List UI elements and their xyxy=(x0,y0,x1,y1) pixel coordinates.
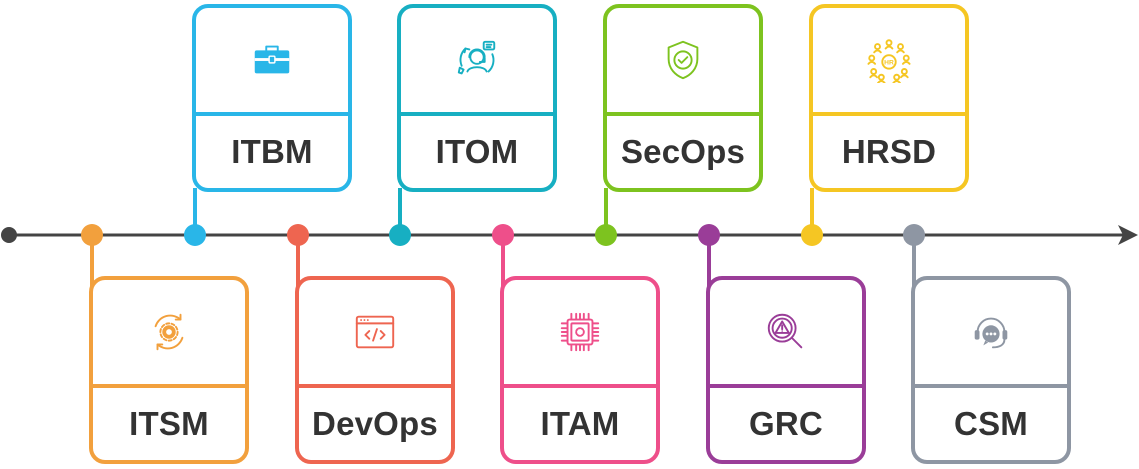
card-label: SecOps xyxy=(620,133,746,170)
card-divider xyxy=(299,384,451,388)
card-secops: SecOps xyxy=(603,4,763,192)
card-devops: DevOps xyxy=(295,276,455,464)
card-icon-area xyxy=(93,280,245,384)
hr-network-icon: HR xyxy=(867,39,911,83)
card-itam: ITAM xyxy=(500,276,660,464)
timeline-dot xyxy=(81,224,103,246)
card-label: HRSD xyxy=(841,133,937,170)
card-label: ITBM xyxy=(231,133,313,170)
card-label: CSM xyxy=(954,405,1028,442)
card-divider xyxy=(813,112,965,116)
card-icon-area: HR xyxy=(813,8,965,112)
card-divider xyxy=(196,112,348,116)
card-label: DevOps xyxy=(312,405,438,442)
card-label: GRC xyxy=(749,405,823,442)
card-icon-area xyxy=(299,280,451,384)
card-icon-area xyxy=(401,8,553,112)
card-itbm: ITBM xyxy=(192,4,352,192)
card-divider xyxy=(93,384,245,388)
card-hrsd: HR HRSD xyxy=(809,4,969,192)
card-icon-area xyxy=(504,280,656,384)
card-icon-area xyxy=(196,8,348,112)
timeline-dot xyxy=(287,224,309,246)
gear-cycle-icon xyxy=(154,313,184,351)
card-divider xyxy=(504,384,656,388)
timeline-dot xyxy=(184,224,206,246)
card-divider xyxy=(915,384,1067,388)
axis-arrowhead xyxy=(1118,225,1138,245)
card-divider xyxy=(401,112,553,116)
timeline-dot xyxy=(595,224,617,246)
support-agent-icon xyxy=(457,40,496,75)
svg-text:HR: HR xyxy=(884,59,894,66)
code-window-icon xyxy=(355,315,395,349)
shield-check-icon xyxy=(667,40,699,80)
card-label: ITSM xyxy=(129,405,209,442)
card-icon-area xyxy=(915,280,1067,384)
chip-icon xyxy=(560,312,600,352)
timeline-dot xyxy=(492,224,514,246)
headset-chat-icon xyxy=(974,317,1008,349)
card-csm: CSM xyxy=(911,276,1071,464)
card-icon-area xyxy=(607,8,759,112)
card-label: ITAM xyxy=(540,405,620,442)
card-itom: ITOM xyxy=(397,4,557,192)
card-grc: GRC xyxy=(706,276,866,464)
risk-search-icon xyxy=(767,313,803,349)
briefcase-icon xyxy=(254,45,290,74)
card-divider xyxy=(607,112,759,116)
card-divider xyxy=(710,384,862,388)
card-label: ITOM xyxy=(435,133,519,170)
card-icon-area xyxy=(710,280,862,384)
timeline-dot xyxy=(801,224,823,246)
timeline-dot xyxy=(698,224,720,246)
axis-start-dot xyxy=(1,227,17,243)
card-itsm: ITSM xyxy=(89,276,249,464)
timeline-dot xyxy=(903,224,925,246)
timeline-dot xyxy=(389,224,411,246)
